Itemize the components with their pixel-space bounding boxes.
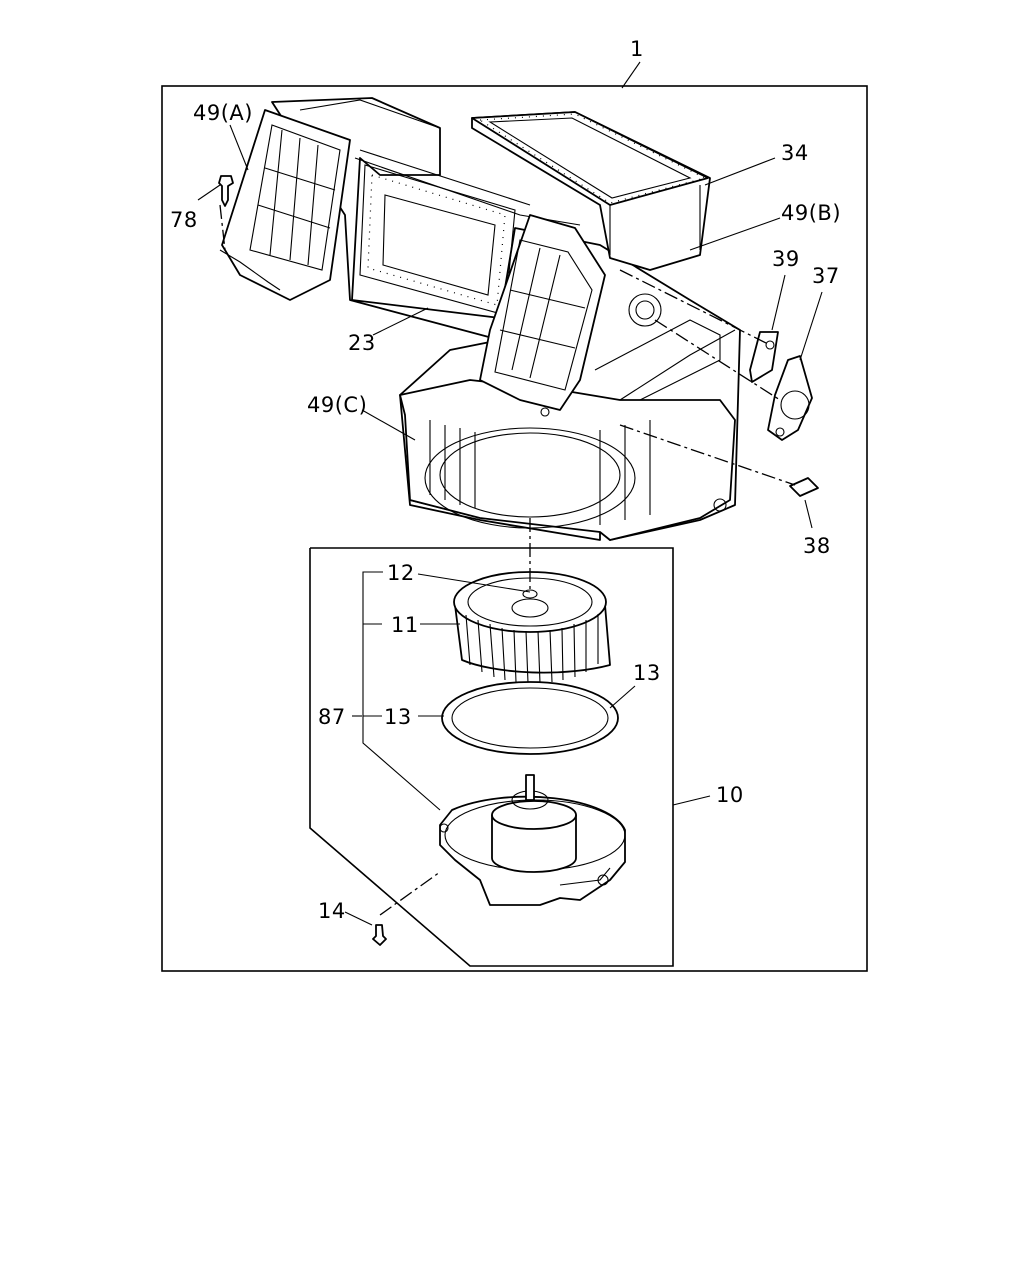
callout-34: 34 — [781, 141, 809, 165]
subassembly-frame — [309, 547, 674, 967]
callout-38: 38 — [803, 534, 831, 558]
screw-14 — [372, 924, 387, 946]
fan-wheel-11 — [453, 571, 611, 684]
callout-10: 10 — [716, 783, 744, 807]
callout-1: 1 — [630, 37, 644, 61]
seal-ring-13 — [441, 681, 619, 755]
callout-13-left: 13 — [384, 705, 412, 729]
leader-lines — [197, 61, 823, 926]
filter-frame-34 — [471, 111, 711, 271]
assembly-frame — [161, 85, 868, 972]
callout-37: 37 — [812, 264, 840, 288]
callout-13-right: 13 — [633, 661, 661, 685]
callout-39: 39 — [772, 247, 800, 271]
callout-14: 14 — [318, 899, 346, 923]
door-49a — [219, 109, 351, 301]
callout-11: 11 — [391, 613, 419, 637]
lever-39 — [749, 331, 779, 383]
blower-motor-87 — [439, 774, 626, 906]
callout-49c: 49(C) — [307, 393, 367, 417]
callout-49a: 49(A) — [193, 101, 253, 125]
callout-labels: 1 49(A) 78 34 49(B) 39 37 23 49(C) 38 12… — [170, 37, 841, 923]
screw-78 — [218, 175, 234, 207]
callout-78: 78 — [170, 208, 198, 232]
callout-49b: 49(B) — [781, 201, 841, 225]
callout-12: 12 — [387, 561, 415, 585]
callout-87: 87 — [318, 705, 346, 729]
callout-23: 23 — [348, 331, 376, 355]
door-49b-frame — [479, 214, 606, 411]
clip-38 — [789, 477, 819, 497]
actuator-37 — [767, 355, 813, 441]
